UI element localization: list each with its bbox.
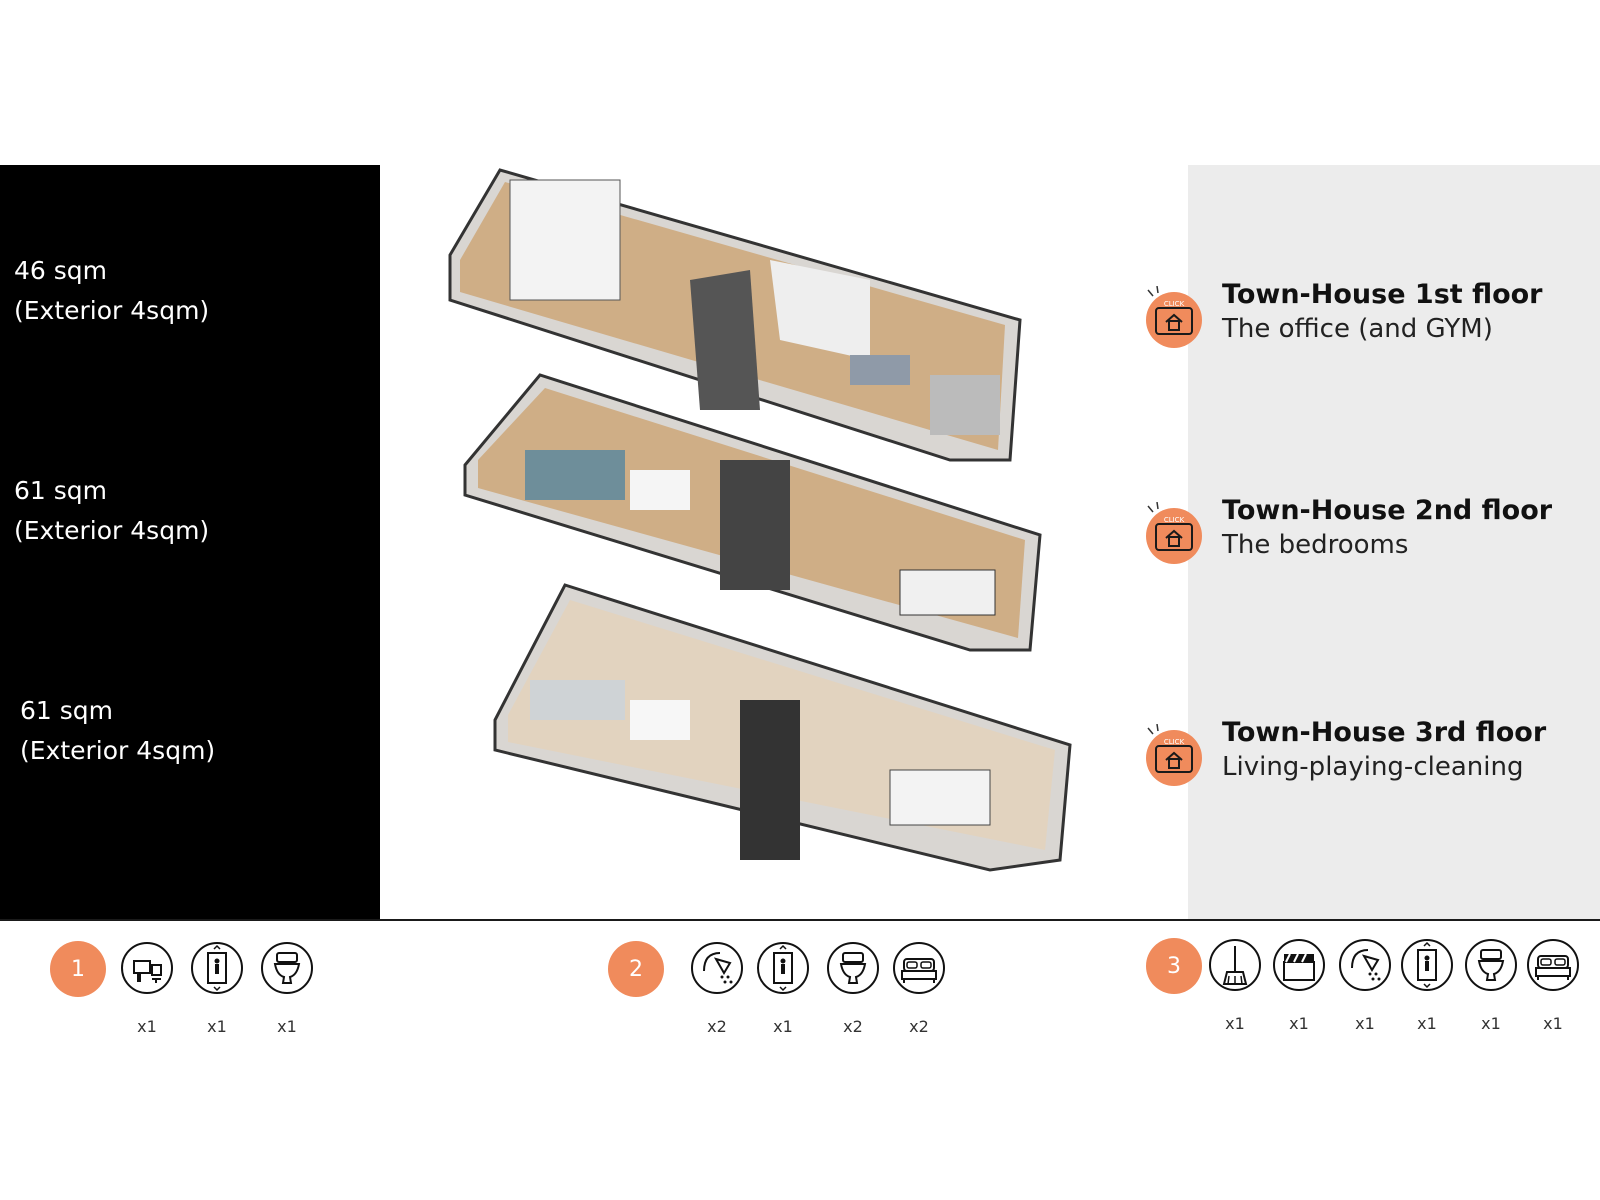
area-exterior: (Exterior 4sqm) [20,736,216,765]
floor-title: Town-House 3rd floor [1222,717,1547,748]
shower-icon [1338,938,1392,992]
amenity-count: x2 [843,1017,863,1036]
amenity-count: x1 [1225,1014,1245,1033]
amenity-count: x1 [773,1017,793,1036]
area-size: 46 sqm [14,256,108,285]
floor-3-area: 61 sqm (Exterior 4sqm) [20,691,215,771]
floor-number-badge: 1 [50,941,106,997]
floor-title: Town-House 2nd floor [1222,495,1553,526]
right-panel [1188,165,1600,919]
shower-icon [690,941,744,995]
toilet-icon [260,941,314,995]
floor-number-badge: 2 [608,941,664,997]
amenity-count: x1 [1289,1014,1309,1033]
bed-icon [1526,938,1580,992]
amenity-count: x1 [1355,1014,1375,1033]
floor-2-area: 61 sqm (Exterior 4sqm) [14,471,209,551]
floor-subtitle: The bedrooms [1222,530,1409,560]
click-house-icon[interactable]: CLICK [1144,502,1204,564]
toilet-icon [1464,938,1518,992]
elevator-icon [1400,938,1454,992]
broom-icon [1208,938,1262,992]
amenity-count: x1 [207,1017,227,1036]
click-text: CLICK [1164,300,1185,308]
clapperboard-icon [1272,938,1326,992]
floor-1-render [448,168,1022,462]
click-text: CLICK [1164,516,1185,524]
floor-texts: Town-House 3rd floor Living-playing-clea… [1222,716,1546,784]
desk-chair-icon [120,941,174,995]
floor-3-render [493,583,1072,872]
click-text: CLICK [1164,738,1185,746]
elevator-icon [190,941,244,995]
floor-subtitle: Living-playing-cleaning [1222,752,1524,782]
amenity-count: x1 [1543,1014,1563,1033]
divider [0,919,1600,921]
amenity-count: x1 [1417,1014,1437,1033]
toilet-icon [826,941,880,995]
floor-title: Town-House 1st floor [1222,279,1543,310]
amenity-count: x1 [137,1017,157,1036]
floor-texts: Town-House 2nd floor The bedrooms [1222,494,1552,562]
left-panel [0,165,380,919]
floor-1-area: 46 sqm (Exterior 4sqm) [14,251,209,331]
floor-plan-render [448,168,1072,872]
bed-icon [892,941,946,995]
area-exterior: (Exterior 4sqm) [14,516,210,545]
amenity-count: x2 [707,1017,727,1036]
floor-texts: Town-House 1st floor The office (and GYM… [1222,278,1543,346]
floor-subtitle: The office (and GYM) [1222,314,1493,344]
amenity-count: x2 [909,1017,929,1036]
floor-number-badge: 3 [1146,938,1202,994]
elevator-icon [756,941,810,995]
amenity-count: x1 [1481,1014,1501,1033]
area-exterior: (Exterior 4sqm) [14,296,210,325]
area-size: 61 sqm [20,696,114,725]
area-size: 61 sqm [14,476,108,505]
floor-2-render [463,373,1042,652]
amenity-count: x1 [277,1017,297,1036]
click-house-icon[interactable]: CLICK [1144,724,1204,786]
click-house-icon[interactable]: CLICK [1144,286,1204,348]
